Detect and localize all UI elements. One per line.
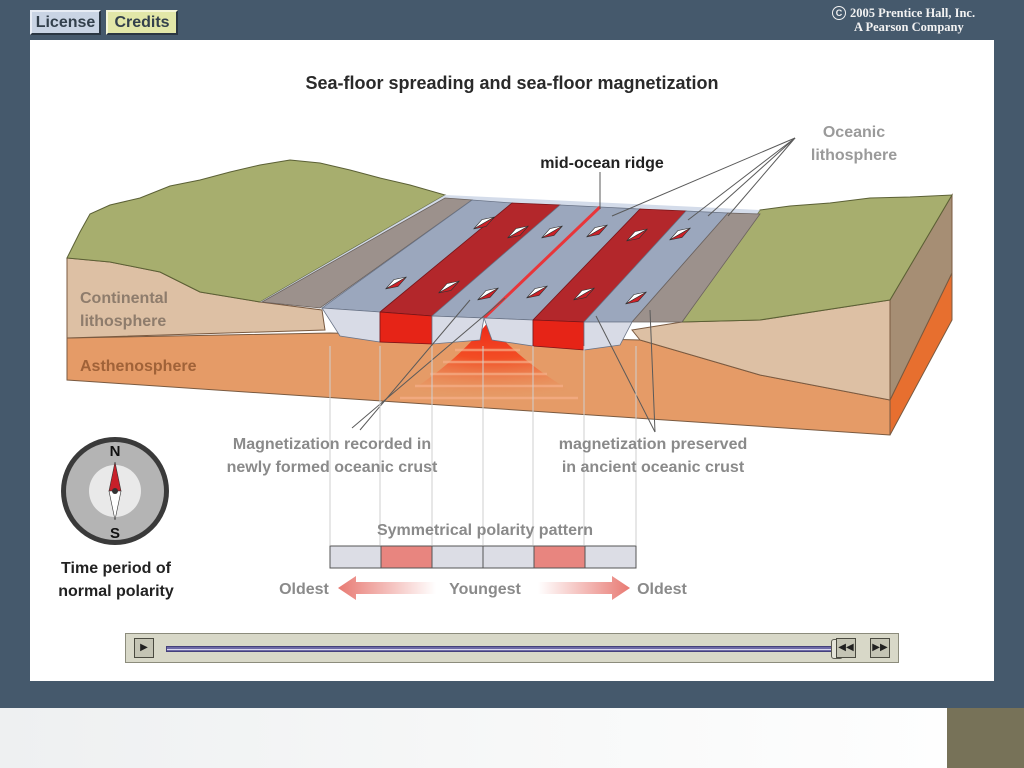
compass-south-label: S	[110, 525, 120, 542]
polarity-pattern-title: Symmetrical polarity pattern	[377, 522, 593, 539]
continental-lithosphere-label-2: lithosphere	[80, 313, 166, 330]
seafloor-compass-arrows	[385, 216, 691, 305]
arrow-icon	[438, 280, 460, 294]
polarity-stripe-reversed	[431, 545, 484, 569]
arrow-icon	[541, 225, 563, 239]
progress-track[interactable]	[166, 646, 844, 652]
fast-forward-icon: ▶▶	[872, 642, 888, 653]
play-icon: ▶	[140, 642, 148, 653]
top-toolbar: License Credits C 2005 Prentice Hall, Inc…	[0, 0, 1024, 40]
oldest-left-label: Oldest	[279, 581, 329, 598]
leader-lines	[351, 137, 796, 433]
play-button[interactable]: ▶	[134, 638, 154, 658]
gray-band-left	[260, 197, 474, 309]
fast-forward-button[interactable]: ▶▶	[870, 638, 890, 658]
arrow-icon	[473, 216, 495, 230]
rewind-icon: ◀◀	[838, 642, 854, 653]
arrow-icon	[669, 227, 691, 241]
crust-front-right-normal	[532, 319, 585, 351]
mid-ocean-ridge-label: mid-ocean ridge	[540, 155, 664, 172]
copyright-icon: C	[832, 6, 846, 20]
magma-stripes	[400, 348, 578, 400]
polarity-stripe-normal	[380, 545, 433, 569]
asthenosphere-label: Asthenosphere	[80, 358, 197, 375]
arrow-icon	[586, 224, 608, 238]
arrow-icon	[385, 276, 407, 290]
license-button[interactable]: License	[30, 10, 101, 35]
polarity-stripe-normal	[533, 545, 586, 569]
arrow-icon	[526, 285, 548, 299]
magnetization-new-label-1: Magnetization recorded in	[233, 436, 431, 453]
arrow-icon	[477, 287, 499, 301]
oldest-right-label: Oldest	[637, 581, 687, 598]
progress-fill	[167, 649, 843, 650]
crust-front-left-normal	[379, 311, 433, 345]
arrow-icon	[625, 291, 647, 305]
left-continent-top	[66, 159, 447, 303]
oldest-right-arrow-icon	[538, 576, 630, 600]
polarity-stripe-reversed	[329, 545, 382, 569]
compass-icon	[61, 437, 169, 545]
footer-accent-block	[947, 708, 1024, 768]
guide-lines	[329, 346, 637, 545]
compass-caption-2: normal polarity	[58, 583, 174, 600]
arrow-icon	[507, 225, 529, 239]
rewind-button[interactable]: ◀◀	[836, 638, 856, 658]
gray-band-right	[631, 212, 761, 323]
magnetization-new-label-2: newly formed oceanic crust	[227, 459, 438, 476]
seafloor-diagram: Sea-floor spreading and sea-floor magnet…	[58, 73, 953, 600]
continental-lithosphere-label-1: Continental	[80, 290, 168, 307]
crust-front-left-inner	[431, 315, 485, 345]
animation-player-bar: ▶ ◀◀ ▶▶	[125, 633, 899, 663]
arrow-icon	[626, 228, 648, 242]
polarity-stripe-reversed	[584, 545, 637, 569]
diagram-title: Sea-floor spreading and sea-floor magnet…	[305, 73, 718, 93]
compass-caption-1: Time period of	[61, 560, 172, 577]
oceanic-lithosphere-label-1: Oceanic	[823, 124, 885, 141]
compass-north-label: N	[110, 443, 121, 460]
diagram-panel: Sea-floor spreading and sea-floor magnet…	[30, 40, 994, 681]
arrow-icon	[573, 287, 595, 301]
magnetization-old-label-1: magnetization preserved	[559, 436, 748, 453]
oldest-left-arrow-icon	[338, 576, 436, 600]
magnetization-old-label-2: in ancient oceanic crust	[562, 459, 745, 476]
polarity-stripe-reversed	[482, 545, 535, 569]
slide-footer	[0, 708, 1024, 768]
polarity-pattern-bar	[329, 545, 637, 569]
copyright-line-1: 2005 Prentice Hall, Inc.	[850, 6, 976, 20]
crust-front-right-reversed	[583, 321, 633, 351]
credits-button[interactable]: Credits	[106, 10, 178, 35]
copyright-notice: C 2005 Prentice Hall, Inc. A Pearson Comp…	[832, 6, 1017, 34]
youngest-label: Youngest	[449, 581, 521, 598]
copyright-line-2: A Pearson Company	[854, 20, 964, 34]
oceanic-lithosphere-label-2: lithosphere	[811, 147, 897, 164]
